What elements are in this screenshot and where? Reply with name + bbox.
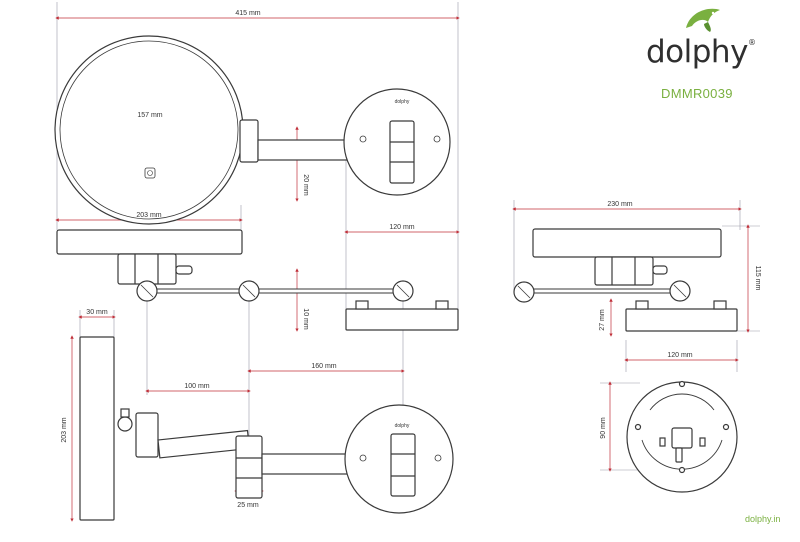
stamp-front: dolphy [395,99,410,105]
extension-lines [56,2,760,471]
label-arm-a: 100 mm [184,383,209,390]
back-plate-view [626,380,738,493]
brand-logo: dolphy® [646,34,756,70]
label-mirror-inner: 157 mm [137,112,162,119]
front-view [54,35,451,225]
label-plate-width: 120 mm [667,352,692,359]
stamp-side: dolphy [395,423,410,429]
website-link[interactable]: dolphy.in [745,514,781,524]
arm-upper [257,139,349,161]
label-side-base: 27 mm [599,309,606,331]
mirror-side-edge [79,336,115,521]
right-top-view [513,228,738,332]
side-view [79,336,454,521]
label-arm-gap: 20 mm [302,174,309,196]
product-code: DMMR0039 [661,86,733,101]
label-side-height: 115 mm [754,266,761,291]
side-knob [117,416,133,432]
mirror-hinge-block [239,119,259,163]
dimension-labels: 415 mm 157 mm 203 mm 20 mm 120 mm 10 mm … [61,10,761,509]
side-hinge-block [135,412,159,458]
label-arm-offset: 10 mm [302,308,309,330]
top-view [56,229,459,331]
touch-switch-icon [144,167,156,179]
label-depth: 30 mm [86,309,108,316]
hinge-top [117,253,177,285]
wall-plate-top [345,308,459,331]
side-mirror-top [532,228,722,258]
label-side-width: 230 mm [607,201,632,208]
label-base-width: 120 mm [389,224,414,231]
brand-name: dolphy [646,34,748,70]
wall-bracket-front [389,120,415,184]
keyhole-slot [671,427,693,449]
label-arm-b: 160 mm [311,363,336,370]
mirror-top-edge [56,229,243,255]
registered-mark: ® [747,38,756,47]
label-plate-holes: 90 mm [600,417,607,439]
label-block: 25 mm [237,502,259,509]
label-mirror-outer: 203 mm [136,212,161,219]
dolphin-leaf-icon [686,8,720,32]
label-height: 203 mm [61,417,68,442]
side-block [235,435,263,499]
side-wall-plate [625,308,738,332]
mirror-inner-ring [59,40,239,220]
label-overall-width: 415 mm [235,10,260,17]
